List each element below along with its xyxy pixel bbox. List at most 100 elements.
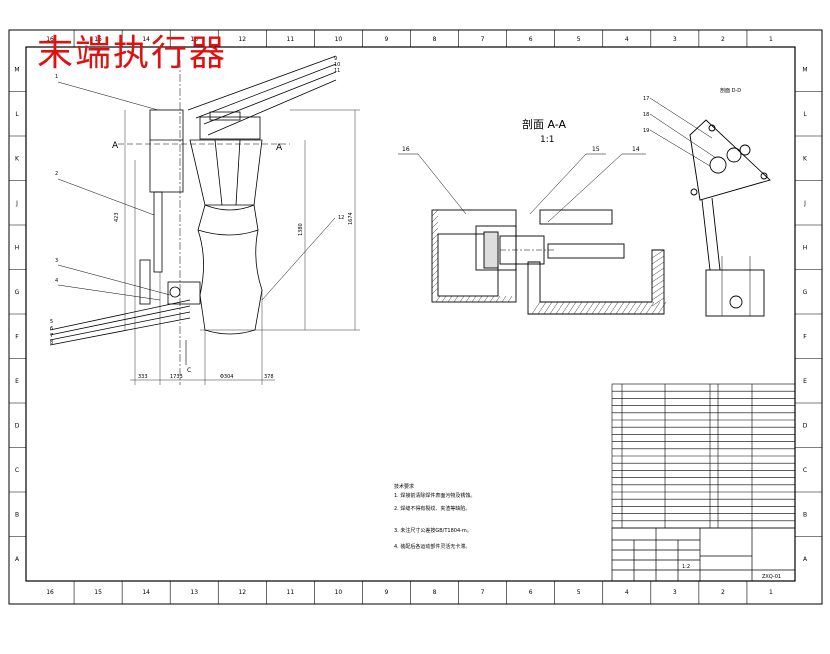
- hatch-line: [435, 295, 441, 303]
- part-label: 8: [50, 340, 53, 346]
- col-label-bottom: 15: [94, 589, 102, 596]
- col-label-bottom: 4: [625, 589, 629, 596]
- bag-body: [197, 204, 263, 335]
- hatch-line: [431, 233, 439, 241]
- col-label-bottom: 5: [577, 589, 581, 596]
- col-label-bottom: 9: [385, 589, 389, 596]
- hatch-line: [431, 245, 439, 253]
- row-label-right: B: [803, 511, 807, 518]
- zone-ticks: [9, 30, 822, 604]
- dim-378: 378: [264, 374, 274, 380]
- row-label-left: K: [15, 155, 20, 162]
- col-label-top: 5: [577, 36, 581, 43]
- hatch-line: [627, 301, 637, 315]
- hatch-line: [471, 295, 477, 303]
- hatch-line: [651, 273, 665, 283]
- hatch-line: [431, 215, 439, 223]
- hatch-line: [657, 301, 667, 315]
- col-label-top: 3: [673, 36, 677, 43]
- note-line-3: 3. 未注尺寸公差按GB/T1804-m。: [394, 527, 472, 534]
- col-label-top: 9: [385, 36, 389, 43]
- label-15: 15: [592, 146, 600, 153]
- label-19: 19: [643, 128, 649, 134]
- hatch-line: [651, 301, 661, 315]
- hatch-line: [507, 295, 513, 303]
- hatch-line: [549, 301, 559, 315]
- col-label-bottom: 3: [673, 589, 677, 596]
- section-title: 剖面 A-A: [522, 117, 567, 131]
- row-label-left: C: [15, 467, 19, 474]
- hatch-line: [489, 295, 495, 303]
- row-label-right: D: [803, 422, 808, 429]
- col-label-bottom: 13: [190, 589, 198, 596]
- hatch-line: [633, 301, 643, 315]
- cut-mark-a-right: A: [276, 143, 283, 153]
- part-label: 6: [50, 326, 53, 332]
- hatch-line: [431, 281, 439, 289]
- row-label-right: A: [803, 556, 808, 563]
- row-label-right: G: [803, 289, 808, 296]
- part-label: 4: [55, 278, 58, 284]
- row-label-left: B: [15, 511, 19, 518]
- drawing-title: 末端执行器: [37, 33, 228, 74]
- bearing-block: [705, 269, 765, 317]
- hatch-line: [561, 301, 571, 315]
- hatch-line: [537, 301, 547, 315]
- section-scale: 1:1: [540, 135, 554, 145]
- dim-423: 423: [114, 212, 120, 222]
- drawing-number: ZXQ-01: [762, 574, 781, 580]
- funnel: [189, 139, 263, 206]
- pivot-joint: [169, 286, 181, 298]
- label-18: 18: [643, 112, 649, 118]
- dim-phi304: Φ304: [220, 374, 233, 380]
- part-label: 5: [50, 319, 53, 325]
- hatch-line: [651, 249, 665, 259]
- inner-frame: [25, 46, 796, 582]
- hatch-line: [651, 267, 665, 277]
- col-label-top: 12: [238, 36, 246, 43]
- hatch-line: [555, 301, 565, 315]
- hatch-line: [651, 291, 665, 301]
- col-label-top: 6: [529, 36, 533, 43]
- left-view: [49, 55, 360, 385]
- row-label-right: E: [803, 378, 807, 385]
- hatch-line: [579, 301, 589, 315]
- hatch-line: [431, 269, 439, 277]
- col-label-top: 15: [94, 36, 102, 43]
- cut-mark-a-left: A: [112, 141, 119, 151]
- hatch-line: [543, 301, 553, 315]
- shaft: [153, 191, 163, 273]
- cut-mark-c: C: [187, 367, 191, 374]
- hatch-line: [573, 301, 583, 315]
- hatch-line: [651, 285, 665, 295]
- hatch-line: [501, 295, 507, 303]
- row-label-left: G: [15, 289, 20, 296]
- hatch-line: [645, 301, 655, 315]
- hatch-line: [651, 297, 665, 307]
- part-label: 3: [55, 258, 58, 264]
- hatch-line: [621, 301, 631, 315]
- hatch-line: [567, 301, 577, 315]
- hatch-line: [597, 301, 607, 315]
- row-label-right: K: [803, 155, 808, 162]
- hatch-line: [431, 275, 439, 283]
- scale-value: 1:2: [682, 564, 690, 570]
- part-label: 12: [338, 215, 344, 221]
- hatch-line: [431, 227, 439, 235]
- col-label-top: 8: [433, 36, 437, 43]
- triangle-plate: [689, 119, 771, 201]
- section-d-view: [649, 97, 771, 317]
- hatch-line: [603, 301, 613, 315]
- outer-frame: [8, 29, 823, 605]
- col-label-bottom: 16: [46, 589, 54, 596]
- dim-333: 333: [138, 374, 148, 380]
- col-label-bottom: 6: [529, 589, 533, 596]
- col-label-bottom: 11: [287, 589, 295, 596]
- hatch-line: [431, 209, 439, 217]
- col-label-top: 16: [46, 36, 54, 43]
- row-label-left: M: [14, 66, 19, 73]
- hatch-line: [639, 301, 649, 315]
- label-16: 16: [402, 146, 410, 153]
- col-label-top: 10: [335, 36, 343, 43]
